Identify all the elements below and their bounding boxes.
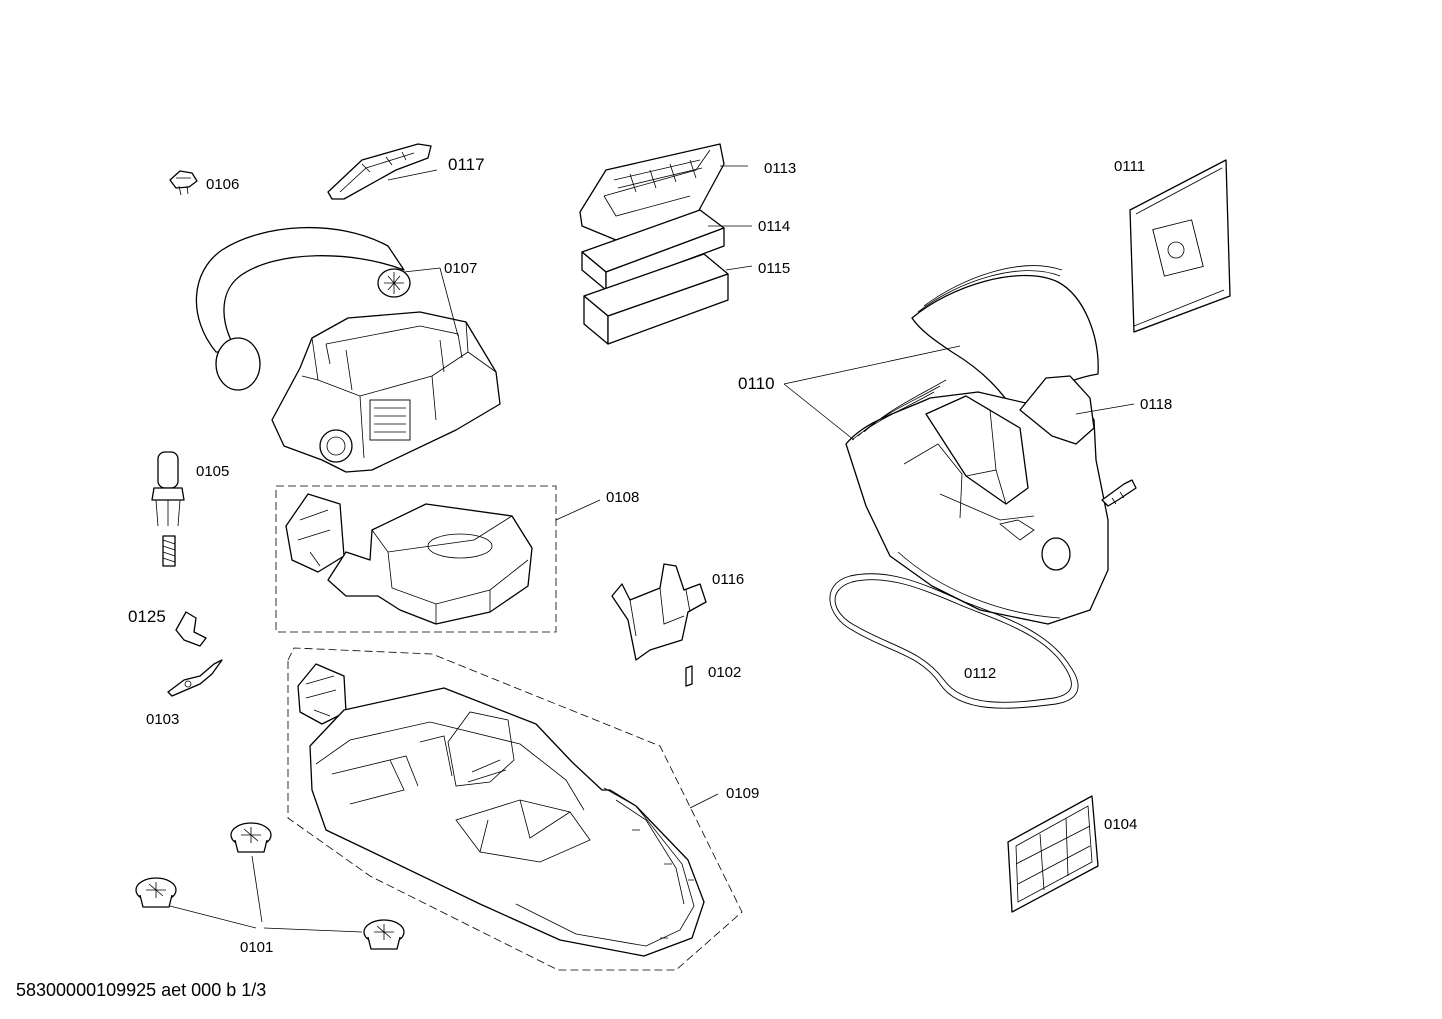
- part-0105-bulb: [151, 451, 185, 567]
- part-0104-grille: [1007, 795, 1099, 913]
- part-0111-dust-bag: [1129, 159, 1231, 333]
- label-0116: 0116: [712, 571, 744, 588]
- label-0125: 0125: [128, 607, 166, 626]
- part-0115-filter-block: [583, 253, 729, 345]
- label-0109: 0109: [726, 785, 759, 802]
- part-0101-wheel: [363, 919, 405, 950]
- part-0106-clip: [169, 170, 198, 196]
- label-0115: 0115: [758, 260, 790, 277]
- label-0108: 0108: [606, 489, 639, 506]
- label-0117: 0117: [448, 155, 485, 174]
- part-0110-lid: [845, 265, 1109, 625]
- part-0103-lever: [167, 659, 223, 697]
- label-0102: 0102: [708, 664, 741, 681]
- part-0125-latch: [175, 611, 207, 647]
- part-0109-base: [287, 647, 743, 971]
- label-0105: 0105: [196, 463, 229, 480]
- label-0103: 0103: [146, 711, 179, 728]
- label-0104: 0104: [1104, 816, 1137, 833]
- part-0117-handle-cover: [327, 143, 432, 200]
- label-0106: 0106: [206, 176, 239, 193]
- label-0114: 0114: [758, 218, 790, 235]
- part-0101-wheel: [230, 822, 272, 853]
- part-0107-housing: [195, 226, 501, 473]
- document-footer-code: 58300000109925 aet 000 b 1/3: [16, 980, 267, 1000]
- part-0102-tab: [685, 665, 693, 687]
- label-0112: 0112: [964, 665, 996, 682]
- label-0111: 0111: [1114, 158, 1145, 175]
- label-0107: 0107: [444, 260, 477, 277]
- part-0101-wheel: [135, 877, 177, 908]
- part-0116-bracket: [611, 563, 707, 661]
- label-0113: 0113: [764, 160, 796, 177]
- label-0118: 0118: [1140, 396, 1172, 413]
- part-0108-group: [275, 485, 557, 633]
- part-0118-clip: [1101, 479, 1137, 507]
- label-0101: 0101: [240, 939, 273, 956]
- part-0112-seal: [829, 573, 1079, 709]
- part-0113-filter-frame: [579, 143, 725, 241]
- label-0110: 0110: [738, 374, 775, 393]
